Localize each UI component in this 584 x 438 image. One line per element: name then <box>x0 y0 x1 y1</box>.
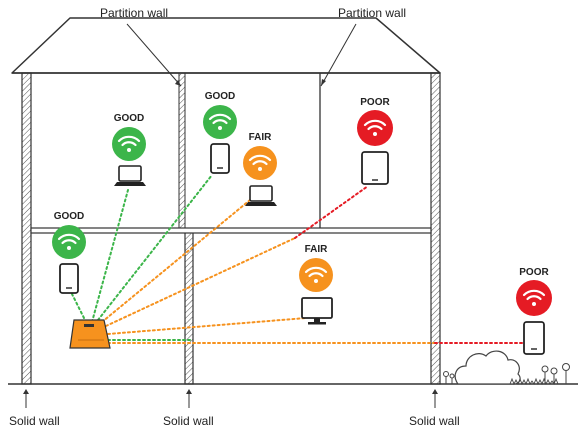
status-label-upstairs-poor: POOR <box>360 97 390 108</box>
link-upstairs-mid-laptop <box>101 199 251 323</box>
link-upstairs-left-laptop <box>91 189 129 323</box>
grass <box>509 377 559 386</box>
status-label-upstairs-left: GOOD <box>114 113 145 124</box>
solid-wall-label-left: Solid wall <box>9 414 60 428</box>
link-downstairs-left-phone <box>71 293 85 319</box>
link-downstairs-monitor <box>107 317 307 335</box>
status-label-upstairs-fair: FAIR <box>249 132 273 143</box>
phone-icon <box>210 143 230 174</box>
wifi-badge-fair-icon <box>243 146 277 180</box>
arrow-partition-left <box>126 23 182 87</box>
status-label-downstairs-left: GOOD <box>54 211 85 222</box>
phone-icon <box>523 321 545 355</box>
arrow-solid-mid <box>186 389 192 408</box>
laptop-icon <box>245 185 277 206</box>
monitor-icon <box>301 297 333 325</box>
arrow-solid-right <box>432 389 438 408</box>
status-label-outside-poor: POOR <box>519 267 549 278</box>
solid-wall-label-right: Solid wall <box>409 414 460 428</box>
link-upstairs-mid-phone <box>97 174 213 321</box>
partition-wall-upstairs-left <box>178 72 186 233</box>
solid-wall-label-mid: Solid wall <box>163 414 214 428</box>
wifi-badge-good-icon <box>203 105 237 139</box>
link-upstairs-right-tablet <box>105 237 296 327</box>
flowers-right <box>541 363 570 384</box>
wifi-badge-fair-icon <box>299 258 333 292</box>
floor-slab <box>30 227 432 234</box>
arrow-solid-left <box>23 389 29 408</box>
phone-icon <box>59 263 79 294</box>
solid-wall-right <box>430 72 441 385</box>
wifi-badge-poor-icon <box>516 280 552 316</box>
signal-lines <box>71 174 523 344</box>
roof <box>11 17 441 74</box>
router-icon <box>69 319 111 349</box>
solid-wall-middle <box>184 231 194 385</box>
wifi-badge-good-icon <box>52 225 86 259</box>
bush <box>454 350 521 385</box>
partition-wall-label-right: Partition wall <box>338 6 406 20</box>
link-upstairs-right-tablet-poor <box>294 185 369 239</box>
flowers-left <box>443 371 455 384</box>
arrow-partition-right <box>320 23 357 87</box>
laptop-icon <box>114 165 146 186</box>
tablet-icon <box>361 151 389 185</box>
wifi-badge-poor-icon <box>357 110 393 146</box>
status-label-upstairs-mid: GOOD <box>205 91 236 102</box>
partition-wall-label-left: Partition wall <box>100 6 168 20</box>
solid-wall-left <box>21 72 32 385</box>
status-label-downstairs-fair: FAIR <box>305 244 329 255</box>
wifi-badge-good-icon <box>112 127 146 161</box>
